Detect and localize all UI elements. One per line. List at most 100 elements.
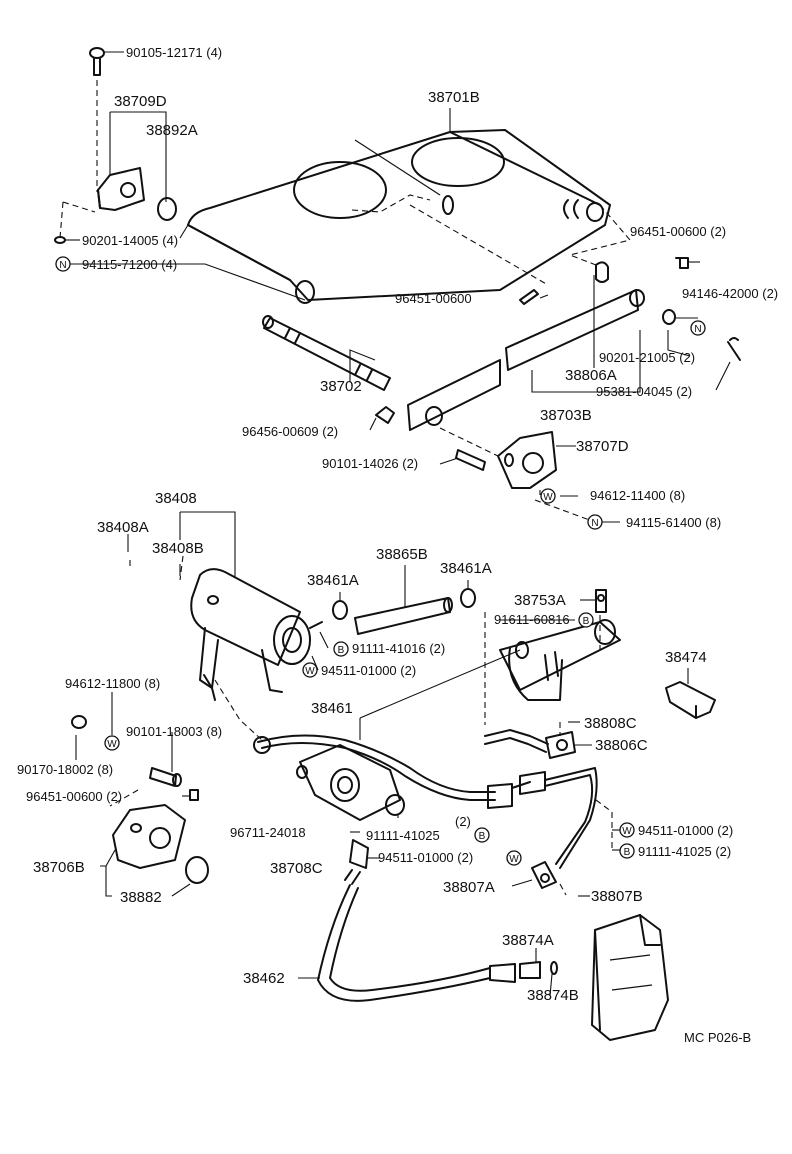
label-38874A: 38874A	[502, 932, 554, 949]
hose-38865B	[332, 588, 476, 635]
w-symbol-3: W	[104, 735, 120, 751]
label-91111-41016: 91111-41016 (2)	[352, 641, 445, 656]
svg-text:W: W	[509, 854, 519, 865]
w-symbol-4: W	[619, 822, 635, 838]
label-38882: 38882	[120, 889, 162, 906]
label-94511-01000-mid: 94511-01000 (2)	[321, 663, 416, 678]
muffler-38408	[190, 568, 323, 701]
label-94612-11400: 94612-11400 (8)	[590, 488, 685, 503]
label-38461A-right: 38461A	[440, 560, 492, 577]
line-38806C	[484, 729, 576, 759]
label-90101-18003: 90101-18003 (8)	[126, 724, 222, 739]
label-38461: 38461	[311, 700, 353, 717]
label-38702: 38702	[320, 378, 362, 395]
label-94511-01000-right: 94511-01000 (2)	[638, 823, 733, 838]
w-symbol-1: W	[540, 488, 556, 504]
n-symbol-2: N	[690, 320, 706, 336]
bolt-90105-12171	[89, 47, 105, 76]
label-90201-21005: 90201-21005 (2)	[599, 350, 695, 365]
label-90105-12171: 90105-12171 (4)	[126, 45, 222, 60]
leader-lines	[66, 51, 731, 997]
label-38753A: 38753A	[514, 592, 566, 609]
pump-body	[591, 914, 669, 1041]
cylinder-assembly	[499, 589, 621, 701]
bracket-38706B	[112, 804, 209, 884]
label-38474: 38474	[665, 649, 707, 666]
bracket-38709D	[97, 167, 177, 221]
svg-text:W: W	[107, 739, 117, 750]
hose-38462	[317, 839, 516, 1002]
label-95381-04045: 95381-04045 (2)	[596, 384, 692, 399]
svg-text:W: W	[622, 826, 632, 837]
svg-text:N: N	[591, 518, 598, 529]
label-94115-71200: 94115-71200 (4)	[82, 257, 177, 272]
b-symbol-3: B	[474, 827, 490, 843]
fitting-38874A	[519, 961, 558, 979]
label-qty-2: (2)	[455, 814, 471, 829]
bracket-38474	[665, 681, 716, 719]
b-symbol-1: B	[578, 612, 594, 628]
label-38462: 38462	[243, 970, 285, 987]
label-90101-14026: 90101-14026 (2)	[322, 456, 418, 471]
valve-block	[296, 744, 405, 821]
label-91611-60816: 91611-60816	[494, 612, 570, 627]
label-94146-42000: 94146-42000 (2)	[682, 286, 778, 301]
svg-text:W: W	[543, 492, 553, 503]
w-symbol-5: W	[506, 850, 522, 866]
label-figure-code: MC P026-B	[684, 1030, 751, 1045]
label-94511-01000-lower: 94511-01000 (2)	[378, 850, 473, 865]
svg-text:B: B	[338, 645, 345, 656]
dashed-leaders-lower	[109, 555, 613, 896]
label-90201-14005: 90201-14005 (4)	[82, 233, 178, 248]
label-96456-00609: 96456-00609 (2)	[242, 424, 338, 439]
label-38408: 38408	[155, 490, 197, 507]
label-38408B: 38408B	[152, 540, 204, 557]
svg-text:N: N	[59, 260, 66, 271]
n-symbol-3: N	[587, 514, 603, 530]
label-90170-18002: 90170-18002 (8)	[17, 762, 113, 777]
label-94612-11800: 94612-11800 (8)	[65, 676, 160, 691]
svg-text:B: B	[479, 831, 486, 842]
label-38461A-left: 38461A	[307, 572, 359, 589]
label-38806C: 38806C	[595, 737, 648, 754]
label-96711-24018: 96711-24018	[230, 825, 306, 840]
label-38708C: 38708C	[270, 860, 323, 877]
b-symbol-4: B	[619, 843, 635, 859]
svg-text:W: W	[305, 666, 315, 677]
label-91111-41025-right: 91111-41025 (2)	[638, 844, 731, 859]
svg-text:B: B	[624, 847, 631, 858]
label-38807A: 38807A	[443, 879, 495, 896]
label-38808C: 38808C	[584, 715, 637, 732]
label-38709D: 38709D	[114, 93, 167, 110]
svg-text:N: N	[694, 324, 701, 335]
label-96451-00600-lower: 96451-00600 (2)	[26, 789, 122, 804]
label-38874B: 38874B	[527, 987, 579, 1004]
cover-plate-38701B	[187, 129, 611, 304]
line-38461	[253, 734, 598, 889]
n-symbol-1: N	[55, 256, 71, 272]
hardware-top	[54, 236, 741, 471]
label-38865B: 38865B	[376, 546, 428, 563]
label-91111-41025: 91111-41025	[366, 828, 440, 843]
label-38806A: 38806A	[565, 367, 617, 384]
w-symbol-2: W	[302, 662, 318, 678]
svg-text:B: B	[583, 616, 590, 627]
label-94115-61400: 94115-61400 (8)	[626, 515, 721, 530]
symbol-markers: N N W N B B W W B W B W	[55, 256, 706, 866]
label-38807B: 38807B	[591, 888, 643, 905]
label-38706B: 38706B	[33, 859, 85, 876]
part-labels: 90105-12171 (4) 38709D 38892A 38701B 902…	[17, 45, 778, 1045]
label-38701B: 38701B	[428, 89, 480, 106]
b-symbol-2: B	[333, 641, 349, 657]
label-38408A: 38408A	[97, 519, 149, 536]
label-38703B: 38703B	[540, 407, 592, 424]
nut-bolt-lower	[71, 715, 199, 801]
label-96451-00600-top: 96451-00600 (2)	[630, 224, 726, 239]
rail-38703B	[407, 289, 645, 431]
bracket-38707D	[497, 431, 557, 489]
label-96451-00600-mid: 96451-00600	[395, 291, 472, 306]
label-38707D: 38707D	[576, 438, 629, 455]
label-38892A: 38892A	[146, 122, 198, 139]
